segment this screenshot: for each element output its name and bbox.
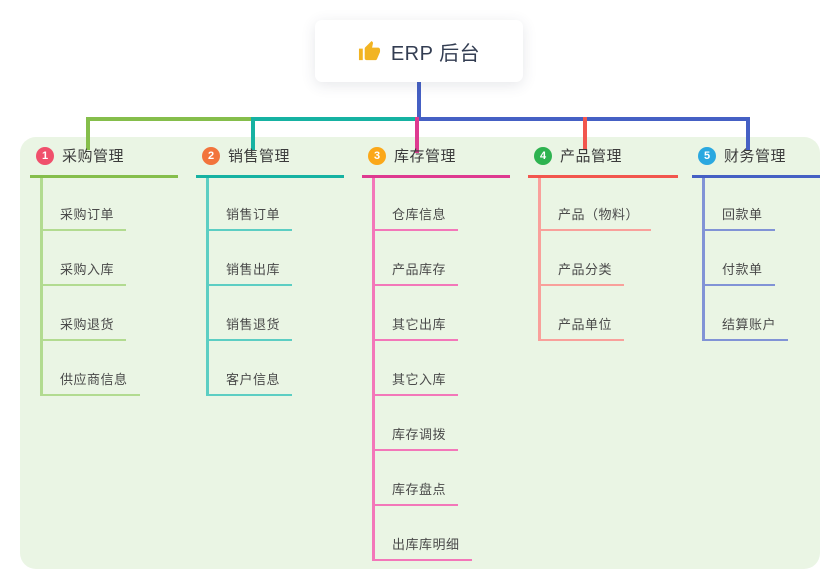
branch-node-finance[interactable]: 5 财务管理	[692, 144, 820, 178]
child-node: 其它入库	[375, 341, 510, 396]
child-node: 产品单位	[541, 286, 678, 341]
child-node-label[interactable]: 采购订单	[43, 204, 127, 231]
branch-children: 回款单 付款单 结算账户	[702, 178, 820, 341]
root-title: ERP 后台	[390, 42, 481, 65]
child-node-label[interactable]: 采购入库	[43, 259, 127, 286]
child-node-label[interactable]: 其它入库	[375, 369, 459, 396]
root-node-erp[interactable]: ERP 后台	[315, 20, 523, 82]
child-node: 销售出库	[209, 231, 344, 286]
child-node: 销售退货	[209, 286, 344, 341]
child-node-label[interactable]: 供应商信息	[43, 369, 140, 396]
child-node: 产品库存	[375, 231, 510, 286]
child-node: 产品分类	[541, 231, 678, 286]
branch-node-purchase[interactable]: 1 采购管理	[30, 144, 178, 178]
branch-label: 采购管理	[62, 148, 125, 165]
child-node: 采购订单	[43, 178, 178, 231]
child-node-label[interactable]: 销售订单	[209, 204, 293, 231]
child-node: 采购退货	[43, 286, 178, 341]
child-node-label[interactable]: 产品库存	[375, 259, 459, 286]
child-node: 供应商信息	[43, 341, 178, 396]
child-node-label[interactable]: 采购退货	[43, 314, 127, 341]
child-node: 库存盘点	[375, 451, 510, 506]
branch-column-sales: 2 销售管理 销售订单 销售出库 销售退货 客户信息	[196, 144, 344, 396]
child-node-label[interactable]: 出库库明细	[375, 534, 472, 561]
branch2-connector	[251, 117, 418, 121]
branch-node-product[interactable]: 4 产品管理	[528, 144, 678, 178]
child-node: 其它出库	[375, 286, 510, 341]
child-node-label[interactable]: 产品单位	[541, 314, 625, 341]
branch3-drop	[415, 117, 419, 153]
branch4-drop	[583, 117, 587, 150]
branch-column-product: 4 产品管理 产品（物料） 产品分类 产品单位	[528, 144, 678, 341]
child-node-label[interactable]: 客户信息	[209, 369, 293, 396]
branch-label: 财务管理	[724, 148, 787, 165]
child-node-label[interactable]: 回款单	[705, 204, 775, 231]
branch-number-badge: 5	[698, 146, 716, 165]
child-node: 仓库信息	[375, 178, 510, 231]
child-node-label[interactable]: 销售出库	[209, 259, 293, 286]
child-node-label[interactable]: 库存盘点	[375, 479, 459, 506]
branch1-connector	[86, 117, 253, 121]
branch-number-badge: 3	[368, 146, 386, 165]
branch-label: 销售管理	[228, 148, 291, 165]
child-node: 客户信息	[209, 341, 344, 396]
branch-number-badge: 4	[534, 146, 552, 165]
trunk-line	[417, 82, 421, 121]
child-node: 库存调拨	[375, 396, 510, 451]
child-node-label[interactable]: 付款单	[705, 259, 775, 286]
branch5-drop	[746, 117, 750, 150]
child-node: 产品（物料）	[541, 178, 678, 231]
branch-node-sales[interactable]: 2 销售管理	[196, 144, 344, 178]
branch-number-badge: 1	[36, 146, 54, 165]
child-node: 出库库明细	[375, 506, 510, 561]
child-node: 结算账户	[705, 286, 820, 341]
branch-label: 产品管理	[560, 148, 623, 165]
branch-panel	[20, 137, 820, 569]
child-node-label[interactable]: 其它出库	[375, 314, 459, 341]
branch-label: 库存管理	[394, 148, 457, 165]
child-node-label[interactable]: 产品分类	[541, 259, 625, 286]
branch-number-badge: 2	[202, 146, 220, 165]
child-node-label[interactable]: 库存调拨	[375, 424, 459, 451]
branch-children: 采购订单 采购入库 采购退货 供应商信息	[40, 178, 178, 396]
branch2-drop	[251, 117, 255, 150]
branch-node-inventory[interactable]: 3 库存管理	[362, 144, 510, 178]
branch-children: 仓库信息 产品库存 其它出库 其它入库 库存调拨 库存盘点 出库库明细	[372, 178, 510, 561]
child-node: 回款单	[705, 178, 820, 231]
child-node-label[interactable]: 仓库信息	[375, 204, 459, 231]
branch-column-inventory: 3 库存管理 仓库信息 产品库存 其它出库 其它入库 库存调拨 库存盘点 出库库…	[362, 144, 510, 561]
child-node-label[interactable]: 结算账户	[705, 314, 789, 341]
child-node-label[interactable]: 销售退货	[209, 314, 293, 341]
branch1-drop	[86, 117, 90, 150]
branch-children: 产品（物料） 产品分类 产品单位	[538, 178, 678, 341]
thumbs-up-icon	[358, 40, 381, 63]
child-node: 采购入库	[43, 231, 178, 286]
child-node: 销售订单	[209, 178, 344, 231]
child-node-label[interactable]: 产品（物料）	[541, 204, 652, 231]
branch-column-finance: 5 财务管理 回款单 付款单 结算账户	[692, 144, 820, 341]
branch-children: 销售订单 销售出库 销售退货 客户信息	[206, 178, 344, 396]
branch-column-purchase: 1 采购管理 采购订单 采购入库 采购退货 供应商信息	[30, 144, 178, 396]
child-node: 付款单	[705, 231, 820, 286]
